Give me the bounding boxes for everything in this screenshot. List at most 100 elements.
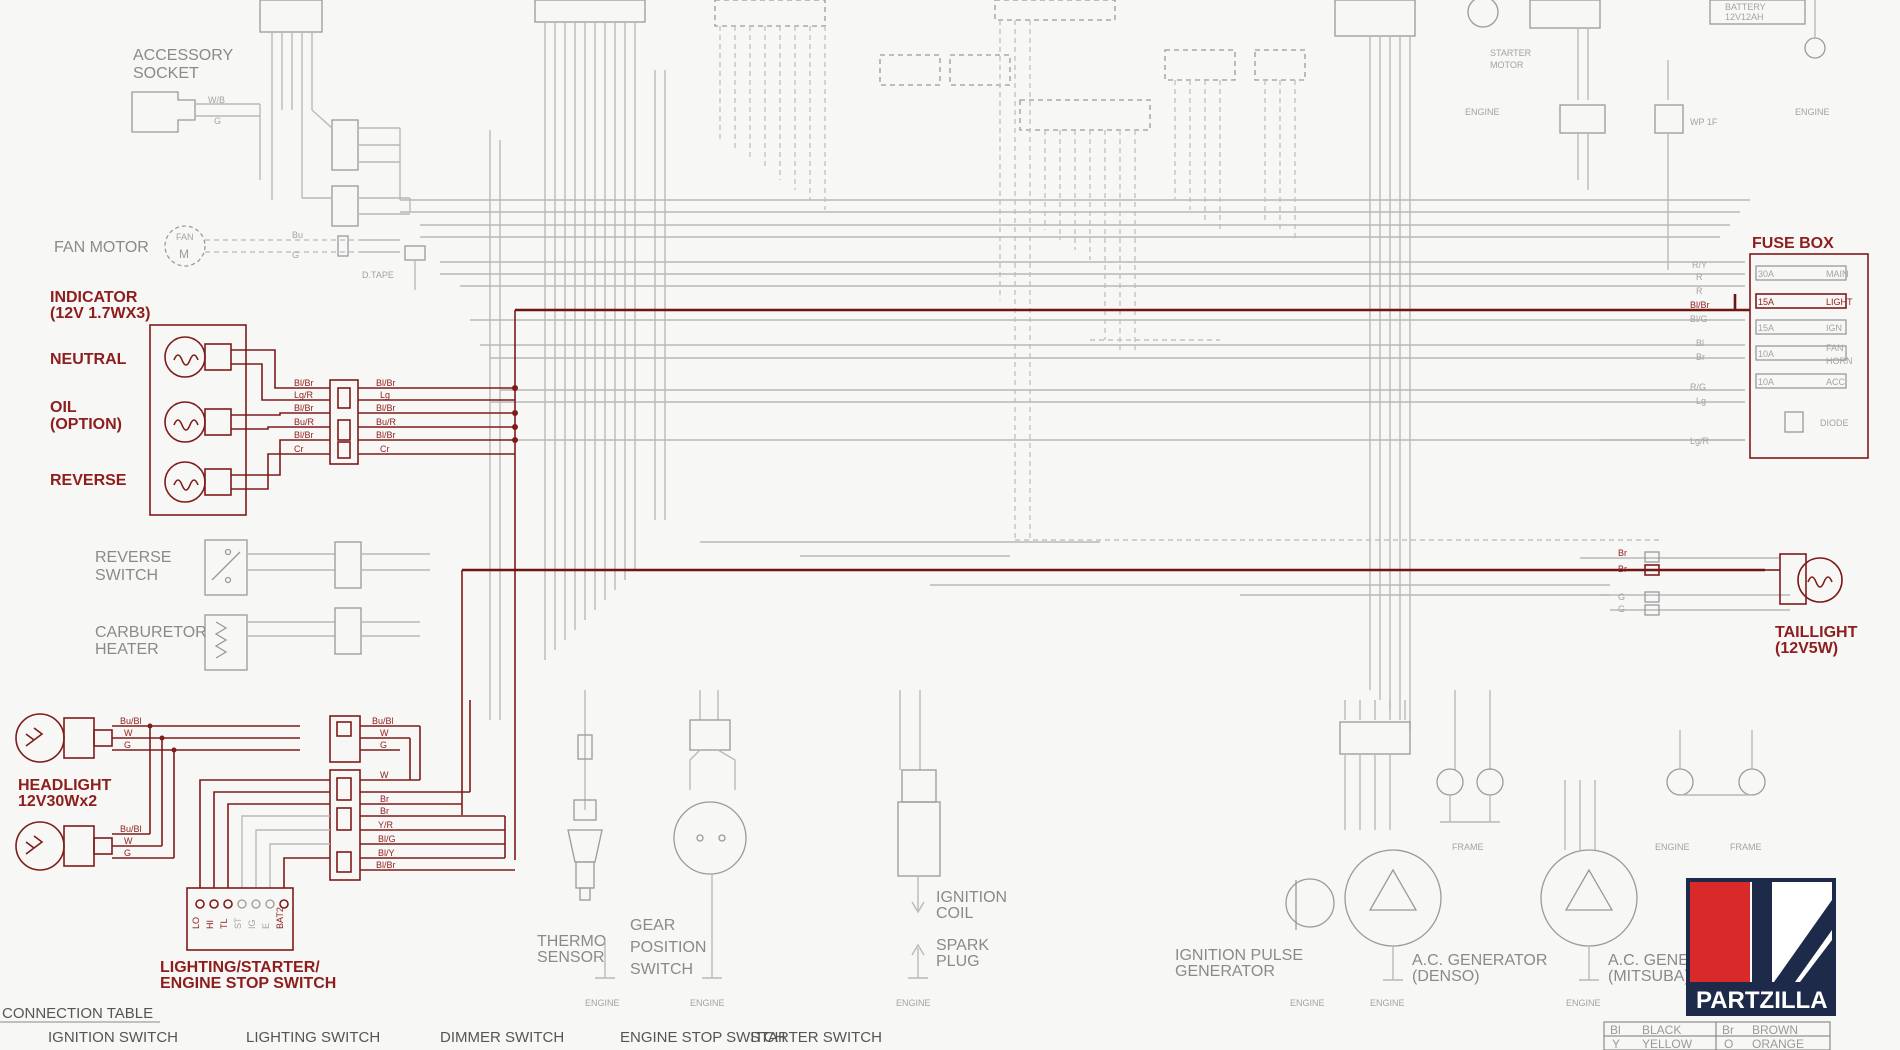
indicator-label: INDICATOR <box>50 289 138 306</box>
accessory-socket-label: SOCKET <box>133 65 199 82</box>
pin-label: ST <box>233 917 243 929</box>
lighting-switch-label: LIGHTING/STARTER/ <box>160 959 320 976</box>
ignition-coil: IGNITION COIL SPARK PLUG ENGINE <box>896 690 1007 1008</box>
wire-code: G <box>124 740 131 750</box>
fan-motor-label: FAN MOTOR <box>54 239 149 256</box>
wire-code: Lg <box>1696 396 1706 406</box>
indicator-panel: INDICATOR (12V 1.7WX3) NEUTRAL OIL (OPTI… <box>50 289 518 860</box>
connection-table: CONNECTION TABLE IGNITION SWITCH LIGHTIN… <box>0 1005 1831 1050</box>
wire-code: W <box>124 728 133 738</box>
taillight: Br Br G G TAILLIGHT (12V5W) <box>1580 548 1858 657</box>
fuse-box-label: FUSE BOX <box>1752 235 1834 252</box>
gear-position-label: GEAR <box>630 917 675 934</box>
gray-wire-bus-right <box>1369 28 1684 730</box>
wire-code: G <box>292 250 299 260</box>
battery-label: BATTERY <box>1725 2 1766 12</box>
color-code: Br <box>1722 1023 1734 1037</box>
accessory-socket: W/B G ACCESSORY SOCKET <box>131 47 411 227</box>
engine-label: ENGINE <box>690 998 725 1008</box>
wire-code: G <box>1618 592 1625 602</box>
fuse-amp: 30A <box>1758 269 1774 279</box>
wire-code: Bl/Br <box>294 378 314 388</box>
wire-code: Bl/Br <box>376 430 396 440</box>
wire-code: Bl <box>1696 338 1704 348</box>
thermo-sensor-label: THERMO <box>537 933 606 950</box>
frame-label: FRAME <box>1730 842 1762 852</box>
wire-code: Br <box>1618 564 1627 574</box>
gear-position-switch: GEAR POSITION SWITCH ENGINE <box>630 690 747 1008</box>
gear-position-label: POSITION <box>630 939 706 956</box>
table-header: IGNITION SWITCH <box>48 1029 178 1046</box>
wire-code: W/B <box>208 95 225 105</box>
generator-denso-label: A.C. GENERATOR <box>1412 952 1547 969</box>
wire-code: Br <box>1618 548 1627 558</box>
oil-label: OIL <box>50 399 77 416</box>
wire-code: Bl/Y <box>378 848 395 858</box>
headlight-assembly: Bu/Bl W G Bu/Bl W G HEADLIGHT 12V30Wx2 <box>15 700 515 992</box>
fuse-name: DIODE <box>1820 418 1849 428</box>
starter-motor-label: MOTOR <box>1490 60 1524 70</box>
color-code: Y <box>1612 1037 1620 1050</box>
accessory-socket-label: ACCESSORY <box>133 47 234 64</box>
wire-code: G <box>214 116 221 126</box>
dashed-harness-center <box>719 20 1660 541</box>
frame-label: FRAME <box>1452 842 1484 852</box>
carburetor-heater-label: HEATER <box>95 641 159 658</box>
table-header: STARTER SWITCH <box>750 1029 882 1046</box>
pin-label: LO <box>191 917 201 929</box>
wire-code: Lg/R <box>294 390 314 400</box>
headlight-label: 12V30Wx2 <box>18 793 97 810</box>
wp-label: WP 1F <box>1690 117 1718 127</box>
oil-label: (OPTION) <box>50 416 122 433</box>
wire-code: Bl/Br <box>376 378 396 388</box>
wire-code: Bu/Bl <box>372 716 394 726</box>
fuse-name: ACC <box>1826 377 1846 387</box>
engine-label: ENGINE <box>1370 998 1405 1008</box>
reverse-label: REVERSE <box>50 472 127 489</box>
bulb-icon <box>164 461 232 503</box>
table-header: ENGINE STOP SWITCH <box>620 1029 785 1046</box>
reverse-switch-label: SWITCH <box>95 567 158 584</box>
engine-label: ENGINE <box>1795 107 1830 117</box>
wire-code: Cr <box>380 444 390 454</box>
fan-motor: FAN M Bu G D.TAPE FAN MOTOR <box>54 225 426 290</box>
red-main-wires <box>461 294 1765 815</box>
wire-code: G <box>1618 604 1625 614</box>
fuse-amp: 10A <box>1758 349 1774 359</box>
pin-label: TL <box>219 918 229 929</box>
fuse-name: IGN <box>1826 323 1842 333</box>
wire-code: W <box>124 836 133 846</box>
pin-label: E <box>261 923 271 929</box>
color-name: BLACK <box>1642 1023 1681 1037</box>
pin-label: BAT2 <box>275 907 285 929</box>
fuse-name: MAIN <box>1826 269 1849 279</box>
color-code: Bl <box>1610 1023 1621 1037</box>
wire-code: Y/R <box>378 820 394 830</box>
wire-code: Br <box>1696 352 1705 362</box>
engine-label: ENGINE <box>1655 842 1690 852</box>
engine-label: ENGINE <box>1465 107 1500 117</box>
table-header: LIGHTING SWITCH <box>246 1029 380 1046</box>
motor-icon: M <box>179 247 189 261</box>
table-header: DIMMER SWITCH <box>440 1029 564 1046</box>
wire-code: W <box>380 770 389 780</box>
fuse-amp: 15A <box>1758 323 1774 333</box>
color-name: YELLOW <box>1642 1037 1693 1050</box>
gear-position-label: SWITCH <box>630 961 693 978</box>
gray-wire-bus-left <box>271 32 501 720</box>
pulse-generator-label: GENERATOR <box>1175 963 1275 980</box>
taillight-label: (12V5W) <box>1775 640 1838 657</box>
pin-label: HI <box>205 920 215 929</box>
top-right-labels: STARTER MOTOR ENGINE BATTERY 12V12AH WP … <box>1465 2 1830 127</box>
wire-code: Bl/Br <box>376 860 396 870</box>
wire-code: Bu/Bl <box>120 824 142 834</box>
d-tape-label: D.TAPE <box>362 270 394 280</box>
fan-icon-label: FAN <box>176 232 194 242</box>
ignition-coil-label: COIL <box>936 905 973 922</box>
fuse-name: FAN <box>1826 343 1844 353</box>
fuse-amp: 15A <box>1758 297 1774 307</box>
fuse-name: HORN <box>1826 356 1853 366</box>
wire-code: Bl/G <box>1690 314 1708 324</box>
